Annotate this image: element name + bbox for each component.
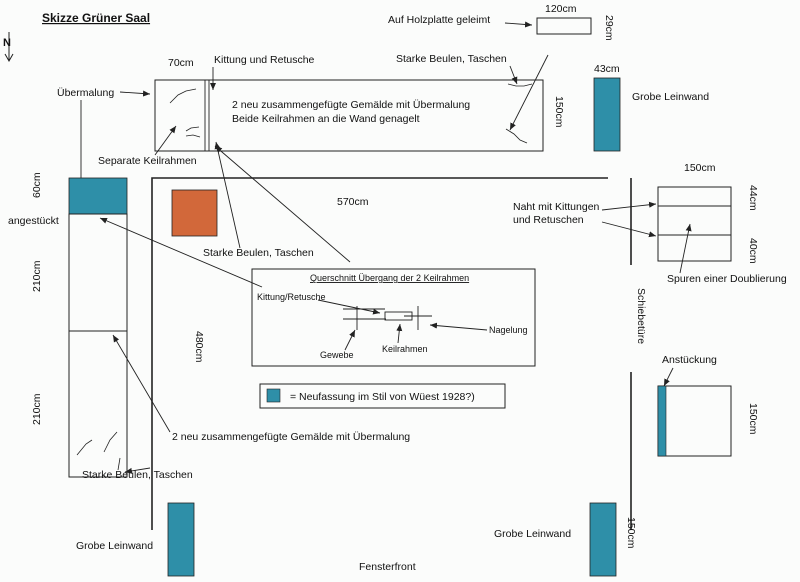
dim-120: 120cm bbox=[545, 3, 577, 15]
crack-left-2 bbox=[103, 431, 118, 453]
label-gemaelde-lower: 2 neu zusammengefügte Gemälde mit Überma… bbox=[172, 431, 410, 443]
teal-panel-bottom-left bbox=[167, 502, 195, 577]
orange-panel bbox=[171, 189, 218, 237]
dim-150-right-bottom: 150cm bbox=[747, 403, 759, 435]
north-label: N bbox=[3, 37, 11, 49]
label-grobe-leinwand-br: Grobe Leinwand bbox=[494, 528, 571, 540]
arrow-nagelung bbox=[429, 322, 488, 331]
arrow-querschnitt-to-left bbox=[99, 217, 263, 288]
dim-480: 480cm bbox=[193, 331, 205, 363]
crack-left-1 bbox=[76, 439, 93, 456]
dim-570: 570cm bbox=[337, 196, 369, 208]
dim-43: 43cm bbox=[594, 63, 620, 75]
label-gemaelde-line1: 2 neu zusammengefügte Gemälde mit Überma… bbox=[232, 99, 470, 111]
arrow-beulen-bottom bbox=[124, 467, 151, 474]
arrow-gewebe bbox=[344, 329, 356, 351]
label-separate-keilrahmen: Separate Keilrahmen bbox=[98, 155, 197, 167]
arrow-spuren bbox=[679, 223, 692, 274]
dim-60: 60cm bbox=[31, 172, 43, 198]
label-grobe-leinwand-top: Grobe Leinwand bbox=[632, 91, 709, 103]
label-uebermalung: Übermalung bbox=[57, 87, 114, 99]
label-gewebe: Gewebe bbox=[320, 350, 354, 360]
label-naht-line1: Naht mit Kittungen bbox=[513, 201, 600, 213]
arrow-holzplatte bbox=[504, 21, 533, 28]
dim-70: 70cm bbox=[168, 57, 194, 69]
dim-29: 29cm bbox=[603, 15, 615, 41]
painting-right-bottom bbox=[657, 385, 732, 457]
crack-1 bbox=[169, 88, 197, 104]
arrow-beulen-mid bbox=[214, 141, 241, 249]
teal-panel-left bbox=[68, 177, 128, 215]
label-grobe-leinwand-bl: Grobe Leinwand bbox=[76, 540, 153, 552]
dim-40: 40cm bbox=[747, 238, 759, 264]
painting-top bbox=[154, 79, 544, 152]
legend-swatch bbox=[266, 388, 281, 403]
label-naht-line2: und Retuschen bbox=[513, 214, 584, 226]
label-auf-holzplatte: Auf Holzplatte geleimt bbox=[388, 14, 490, 26]
dim-210-upper: 210cm bbox=[31, 260, 43, 292]
teal-panel-top-right bbox=[593, 77, 621, 152]
dim-210-lower: 210cm bbox=[31, 393, 43, 425]
arrow-beulen-top bbox=[509, 65, 518, 85]
label-spuren: Spuren einer Doublierung bbox=[667, 273, 787, 285]
arrow-anstueckung bbox=[663, 367, 674, 387]
dim-150-right-top: 150cm bbox=[684, 162, 716, 174]
crack-4 bbox=[507, 83, 533, 87]
painting-right-top bbox=[657, 186, 732, 262]
legend-text: = Neufassung im Stil von Wüest 1928?) bbox=[290, 391, 475, 403]
label-keilrahmen: Keilrahmen bbox=[382, 344, 428, 354]
label-querschnitt: Querschnitt Übergang der 2 Keilrahmen bbox=[310, 273, 469, 283]
dim-44: 44cm bbox=[747, 185, 759, 211]
label-anstueckung: Anstückung bbox=[662, 354, 717, 366]
arrow-separate-keilrahmen bbox=[154, 125, 177, 156]
arrow-keilrahmen bbox=[396, 323, 403, 344]
label-angestueckt: angestückt bbox=[8, 215, 59, 227]
arrow-querschnitt-to-top bbox=[214, 145, 351, 263]
painting-left bbox=[68, 213, 128, 478]
crack-3 bbox=[185, 134, 201, 138]
cross-section-box bbox=[251, 268, 536, 367]
arrow-gemaelde-lower bbox=[112, 334, 171, 433]
arrow-naht-2 bbox=[601, 221, 657, 238]
arrow-uebermalung bbox=[119, 90, 151, 97]
wall-north bbox=[151, 177, 608, 205]
crack-left-3 bbox=[117, 457, 121, 471]
teal-strip-right bbox=[657, 385, 667, 457]
label-kittung-retusche-sec: Kittung/Retusche bbox=[257, 292, 326, 302]
panel-holzplatte bbox=[536, 17, 592, 35]
arrow-holzplatte-to-painting bbox=[509, 54, 549, 131]
label-gemaelde-line2: Beide Keilrahmen an die Wand genagelt bbox=[232, 113, 420, 125]
label-schiebetuere: Schiebetüre bbox=[635, 288, 647, 344]
label-starke-beulen-top: Starke Beulen, Taschen bbox=[396, 53, 507, 65]
teal-panel-bottom-right bbox=[589, 502, 617, 577]
label-nagelung: Nagelung bbox=[489, 325, 528, 335]
label-starke-beulen-bottom: Starke Beulen, Taschen bbox=[82, 469, 193, 481]
north-arrow-icon: N bbox=[3, 32, 14, 63]
arrow-sec-kittung bbox=[317, 299, 381, 315]
dim-150-bottom: 150cm bbox=[625, 517, 637, 549]
arrow-naht-1 bbox=[601, 201, 657, 211]
label-starke-beulen-mid: Starke Beulen, Taschen bbox=[203, 247, 314, 259]
crack-5 bbox=[505, 128, 528, 144]
sketch-title: Skizze Grüner Saal bbox=[42, 11, 150, 25]
label-kittung-retusche: Kittung und Retusche bbox=[214, 54, 315, 66]
label-fensterfront: Fensterfront bbox=[359, 561, 416, 573]
legend-box bbox=[259, 383, 506, 409]
crack-2 bbox=[185, 126, 200, 132]
dim-150-top: 150cm bbox=[553, 96, 565, 128]
